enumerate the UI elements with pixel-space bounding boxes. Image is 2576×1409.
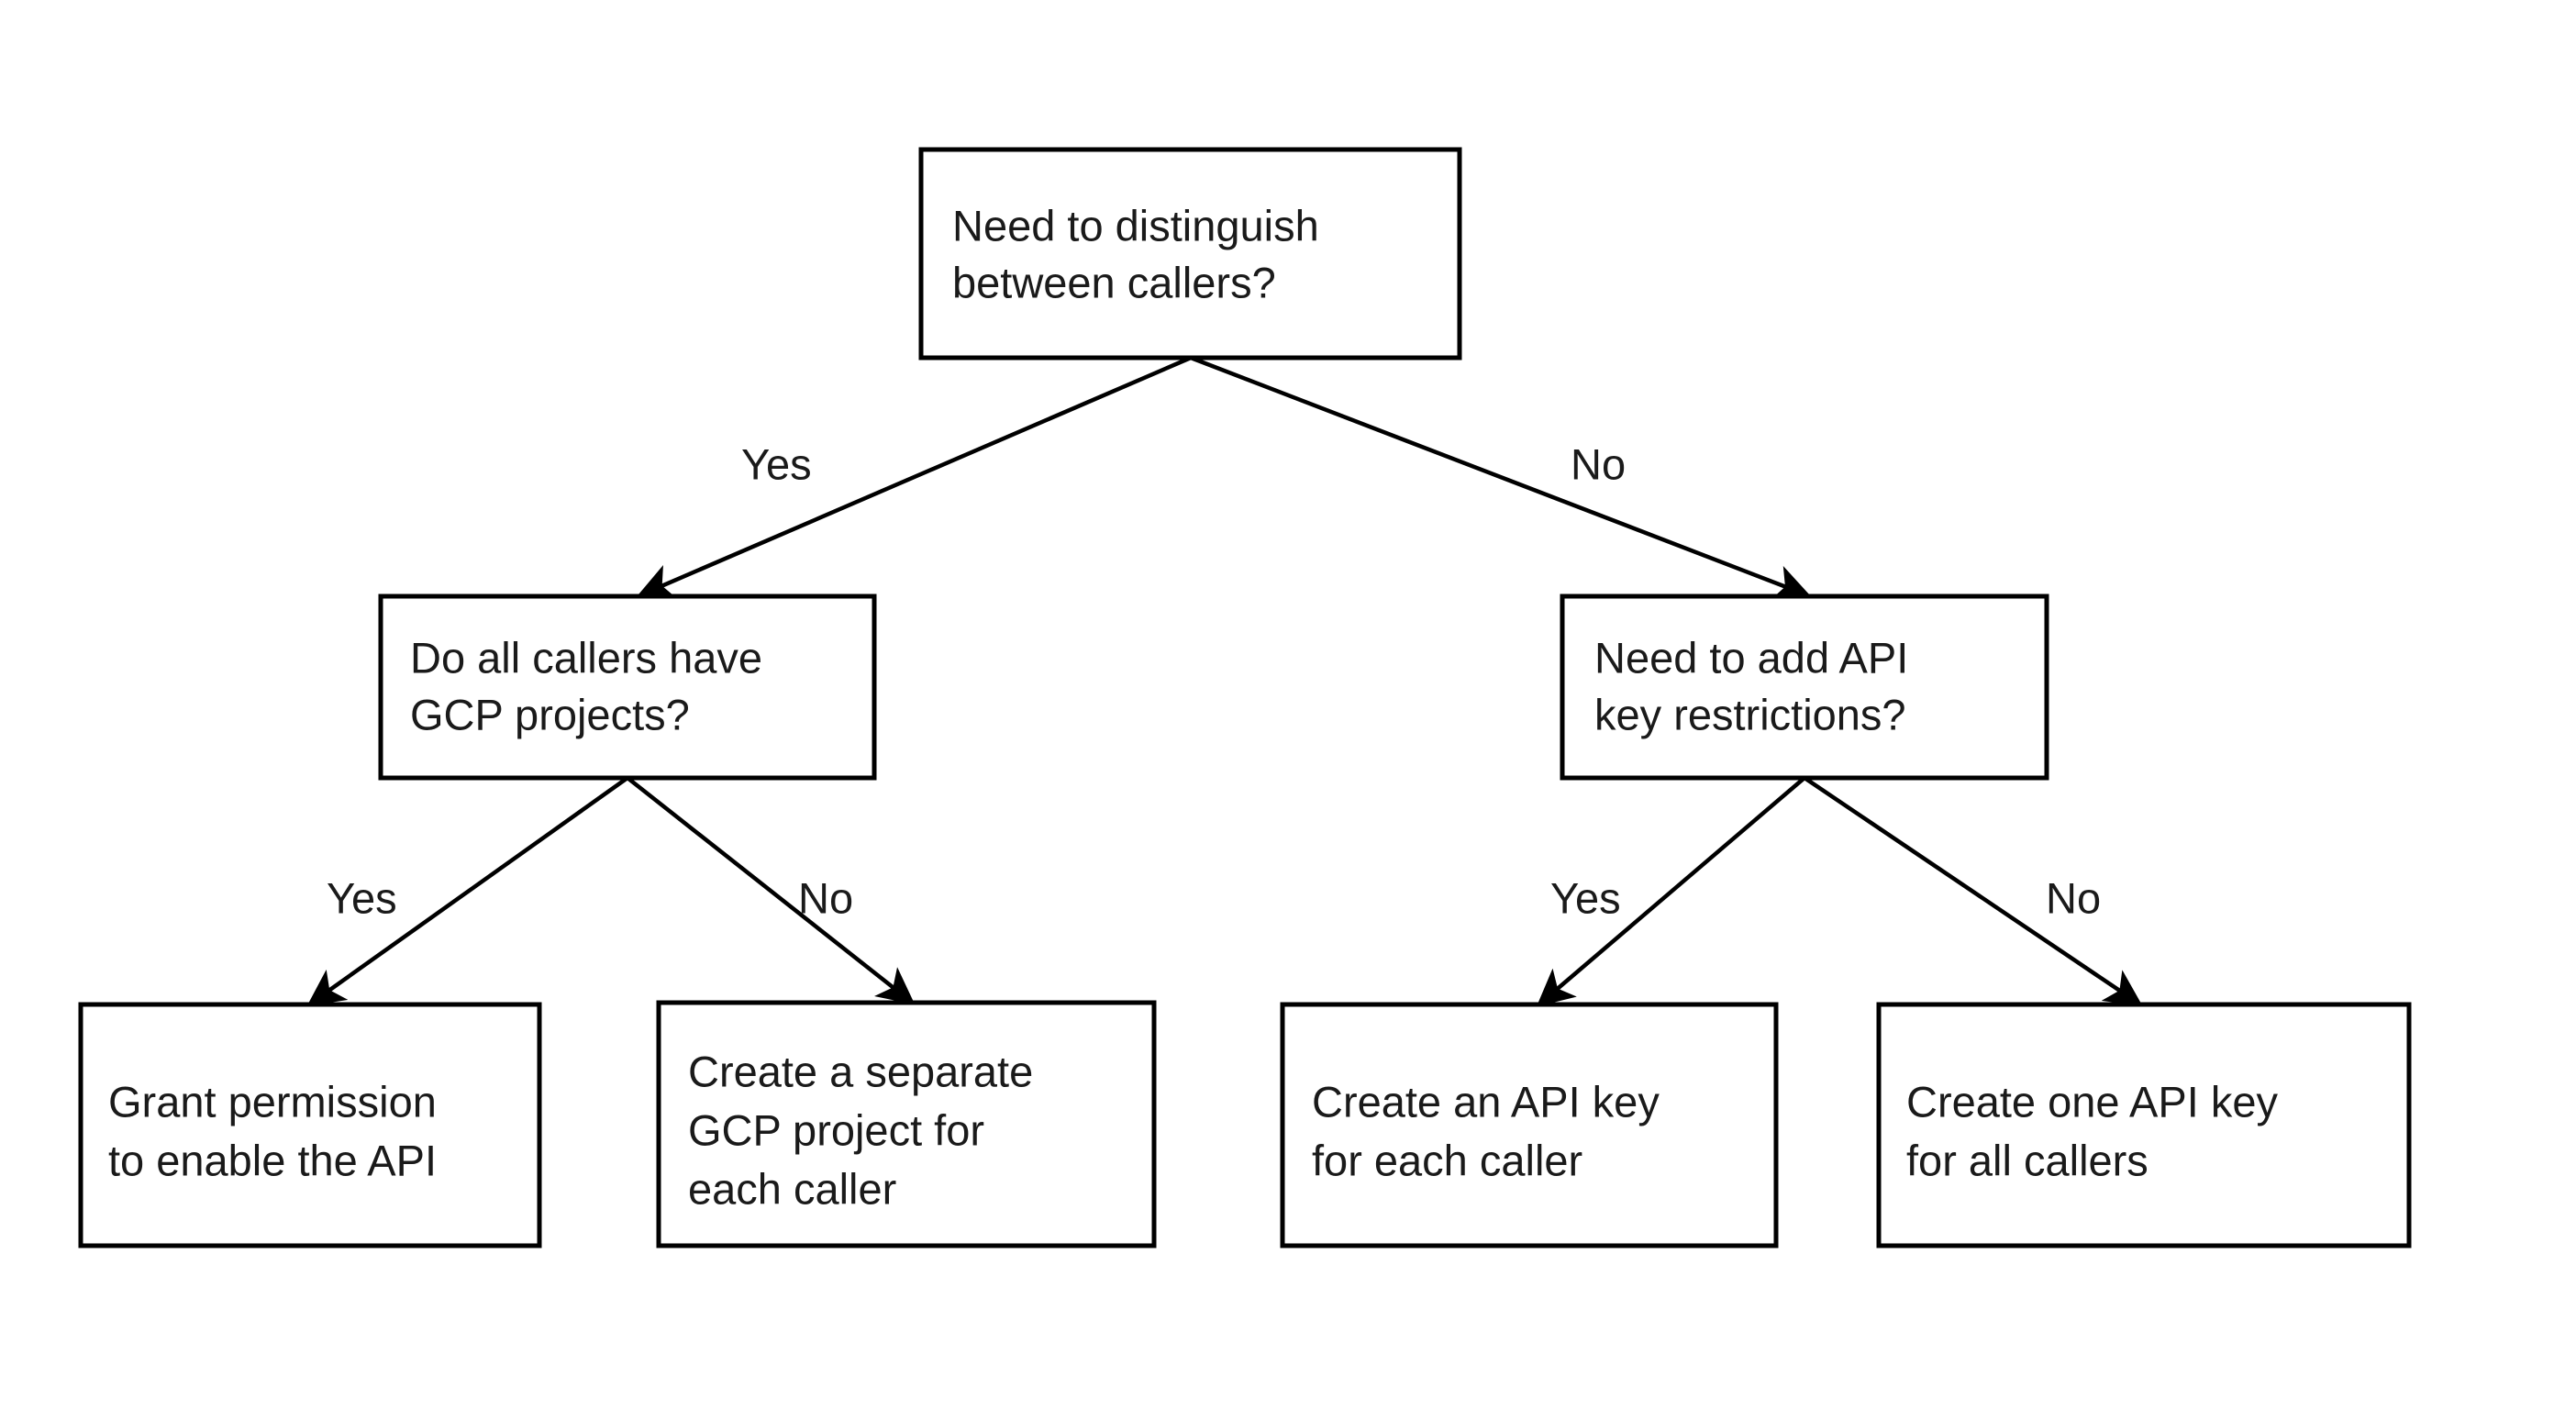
node-label-key-per-caller-line-1: for each caller (1312, 1136, 1582, 1184)
node-grant-permission[interactable]: Grant permission to enable the API (78, 1002, 542, 1248)
node-label-callers-have-gcp-line-1: GCP projects? (410, 690, 690, 738)
edge-restrictions-no (1803, 776, 2143, 1006)
edges-layer (306, 355, 2143, 1007)
node-label-root-line-1: between callers? (952, 258, 1276, 306)
edge-root-no (1190, 355, 1812, 601)
edge-root-yes (636, 355, 1192, 600)
edge-label-root-yes: Yes (741, 439, 812, 488)
edge-gcp-yes (306, 776, 629, 1006)
node-label-separate-gcp-project-line-0: Create a separate (688, 1047, 1033, 1095)
node-root[interactable]: Need to distinguish between callers? (918, 147, 1462, 361)
node-box-grant-permission[interactable] (78, 1002, 542, 1248)
node-need-key-restrictions[interactable]: Need to add API key restrictions? (1560, 594, 2049, 781)
edge-label-restrictions-yes: Yes (1550, 873, 1621, 922)
node-box-need-key-restrictions[interactable] (1560, 594, 2049, 781)
edge-gcp-no (626, 776, 916, 1005)
node-label-need-key-restrictions-line-1: key restrictions? (1594, 690, 1906, 738)
node-label-callers-have-gcp-line-0: Do all callers have (410, 633, 762, 682)
node-label-grant-permission-line-0: Grant permission (108, 1077, 437, 1126)
node-box-separate-gcp-project[interactable] (656, 1000, 1157, 1248)
node-one-key-all-callers[interactable]: Create one API key for all callers (1876, 1002, 2412, 1248)
node-label-need-key-restrictions-line-0: Need to add API (1594, 633, 1908, 682)
node-label-one-key-all-callers-line-1: for all callers (1906, 1136, 2149, 1184)
edge-label-restrictions-no: No (2046, 873, 2101, 922)
node-label-one-key-all-callers-line-0: Create one API key (1906, 1077, 2278, 1126)
node-key-per-caller[interactable]: Create an API key for each caller (1280, 1002, 1779, 1248)
node-label-key-per-caller-line-0: Create an API key (1312, 1077, 1660, 1126)
edge-label-gcp-yes: Yes (327, 873, 397, 922)
edge-label-root-no: No (1571, 439, 1626, 488)
node-box-root[interactable] (918, 147, 1462, 361)
node-box-callers-have-gcp[interactable] (378, 594, 877, 781)
edge-restrictions-yes (1536, 776, 1806, 1007)
node-label-separate-gcp-project-line-2: each caller (688, 1164, 896, 1213)
nodes-layer: Need to distinguish between callers? Do al… (78, 147, 2412, 1248)
node-label-separate-gcp-project-line-1: GCP project for (688, 1105, 984, 1154)
node-box-one-key-all-callers[interactable] (1876, 1002, 2412, 1248)
node-label-root-line-0: Need to distinguish (952, 201, 1319, 250)
node-label-grant-permission-line-1: to enable the API (108, 1136, 437, 1184)
node-box-key-per-caller[interactable] (1280, 1002, 1779, 1248)
edge-label-gcp-no: No (798, 873, 853, 922)
